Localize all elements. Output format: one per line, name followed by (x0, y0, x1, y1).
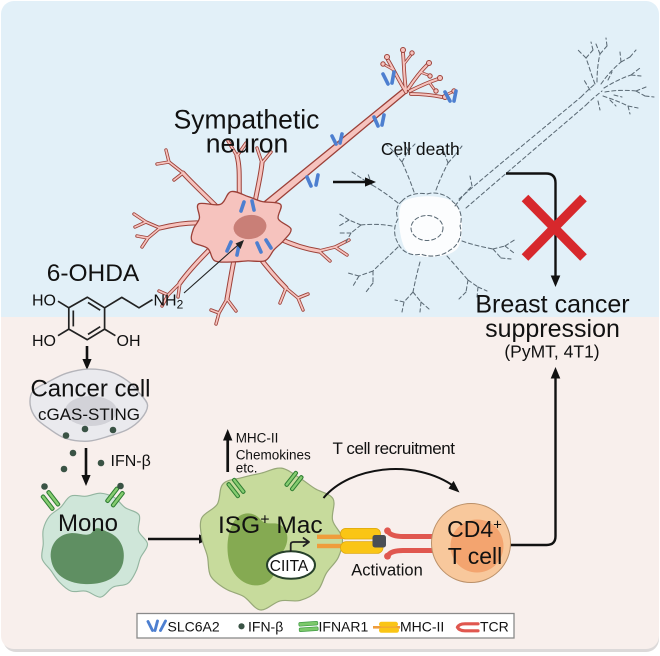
svg-text:Mono: Mono (58, 510, 118, 537)
svg-text:T cell: T cell (448, 543, 503, 569)
svg-text:Activation: Activation (351, 561, 423, 579)
svg-text:Cancer cell: Cancer cell (30, 376, 150, 403)
svg-text:cGAS-STING: cGAS-STING (38, 405, 140, 424)
svg-text:MHC-II: MHC-II (236, 431, 279, 446)
svg-text:CD4+: CD4+ (447, 516, 502, 542)
svg-text:Cell death: Cell death (381, 139, 460, 159)
svg-text:NH2: NH2 (154, 292, 184, 311)
svg-text:IFNAR1: IFNAR1 (319, 618, 369, 634)
svg-text:CIITA: CIITA (270, 558, 309, 575)
svg-text:suppression: suppression (485, 315, 620, 343)
svg-text:neuron: neuron (206, 129, 289, 159)
svg-text:T cell recruitment: T cell recruitment (333, 439, 456, 458)
svg-text:ISG+ Mac: ISG+ Mac (218, 512, 323, 540)
svg-text:MHC-II: MHC-II (400, 618, 444, 634)
svg-text:(PyMT, 4T1): (PyMT, 4T1) (504, 342, 599, 362)
svg-text:6-OHDA: 6-OHDA (47, 260, 140, 287)
svg-text:IFN-β: IFN-β (248, 618, 283, 634)
svg-text:Breast cancer: Breast cancer (475, 291, 629, 319)
svg-text:Sympathetic: Sympathetic (174, 105, 320, 135)
svg-text:IFN-β: IFN-β (111, 453, 151, 470)
svg-text:Chemokines: Chemokines (236, 447, 311, 462)
svg-text:TCR: TCR (480, 618, 509, 634)
svg-text:OH: OH (117, 333, 141, 350)
svg-text:HO: HO (32, 333, 56, 350)
svg-text:SLC6A2: SLC6A2 (168, 618, 220, 634)
svg-text:etc.: etc. (236, 461, 258, 476)
svg-text:HO: HO (32, 292, 56, 309)
